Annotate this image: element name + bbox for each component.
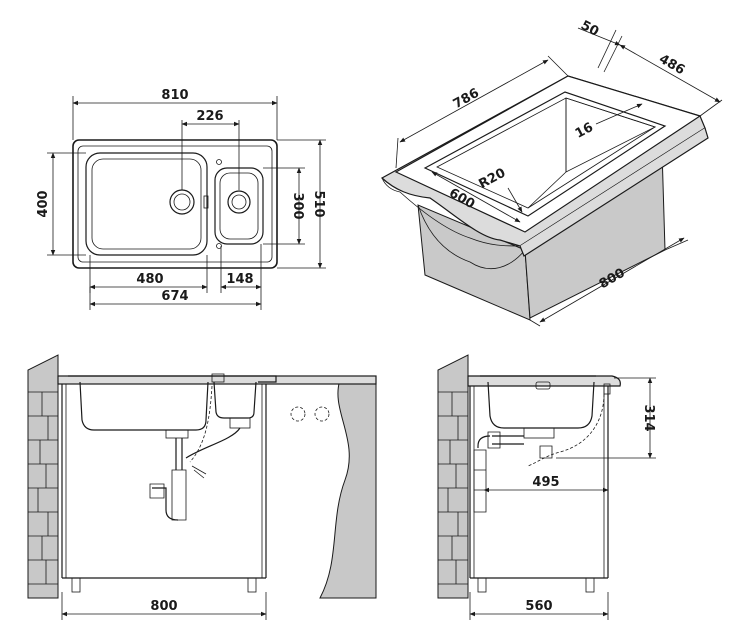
dim-overall-depth: 510	[311, 190, 326, 217]
cabinet-leg	[585, 577, 595, 593]
small-bowl-profile	[213, 381, 257, 419]
main-bowl	[85, 152, 208, 256]
tap-icon	[535, 381, 551, 390]
dim-overall-width: 810	[161, 88, 188, 103]
countertop	[57, 375, 377, 385]
main-bowl-inner	[91, 158, 202, 250]
dim-side-cabinet-depth: 560	[525, 599, 552, 614]
dim-height-left: 400	[36, 190, 51, 217]
dim-small-bowl-spacing: 226	[196, 109, 223, 124]
wall-section	[319, 379, 377, 599]
pipe-hole-icon	[314, 406, 330, 422]
dim-small-bowl-width: 148	[226, 272, 253, 287]
cabinet-leg	[477, 577, 487, 593]
sink-outline	[72, 139, 278, 269]
pipe-hole-icon	[290, 406, 306, 422]
brick-wall	[27, 354, 59, 599]
small-drain-icon	[227, 190, 251, 214]
countertop	[467, 375, 621, 387]
dim-main-bowl-width: 480	[136, 272, 163, 287]
front-view: 800	[27, 354, 377, 620]
side-view: 314 495 560	[437, 354, 656, 620]
tap-hole-icon	[216, 159, 222, 165]
dim-side-drain-offset: 495	[532, 475, 559, 490]
dim-iso-thickness: 50	[578, 18, 601, 40]
dim-side-bowl-depth: 314	[641, 404, 656, 431]
overflow-hose	[527, 393, 605, 467]
dim-bowls-total-width: 674	[161, 289, 188, 304]
cabinet-leg	[247, 577, 257, 593]
cabinet-leg	[71, 577, 81, 593]
tap-hole-icon	[216, 243, 222, 249]
main-bowl-profile	[79, 381, 209, 431]
isometric-view: 786 50 486 16 R20 600 800	[380, 18, 723, 327]
brick-wall	[437, 354, 469, 599]
dim-small-bowl-height: 300	[290, 192, 305, 219]
dim-front-cabinet-width: 800	[150, 599, 177, 614]
dim-iso-top-width: 786	[451, 86, 482, 112]
sink-rim	[77, 145, 273, 263]
top-view: 810 226 400 300 510 480 148 67	[36, 88, 326, 310]
